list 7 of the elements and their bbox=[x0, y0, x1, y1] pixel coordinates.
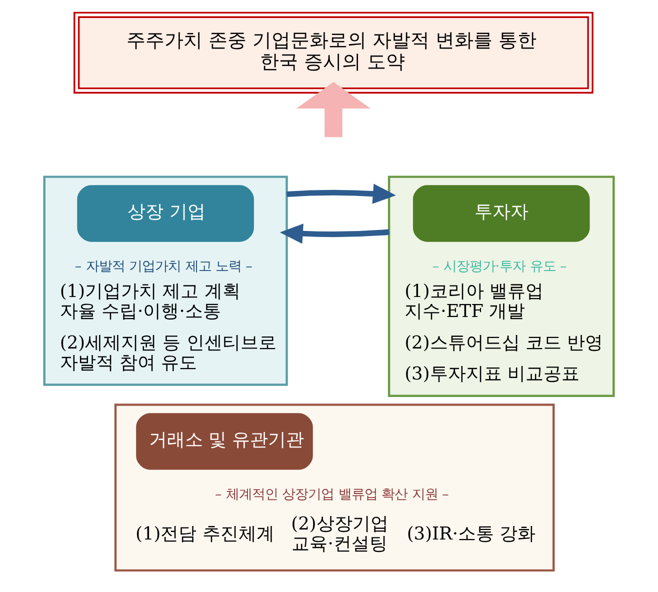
node-box: 거래소 및 유관기관 bbox=[136, 413, 313, 470]
node-box: 상장 기업 bbox=[77, 185, 254, 242]
arrow bbox=[286, 184, 396, 204]
node-box: 주주가치 존중 기업문화로의 자발적 변화를 통한 한국 증시의 도약 bbox=[74, 12, 594, 94]
arrow bbox=[296, 82, 371, 138]
arrow bbox=[280, 224, 390, 244]
node-box: 투자자 bbox=[412, 185, 590, 242]
